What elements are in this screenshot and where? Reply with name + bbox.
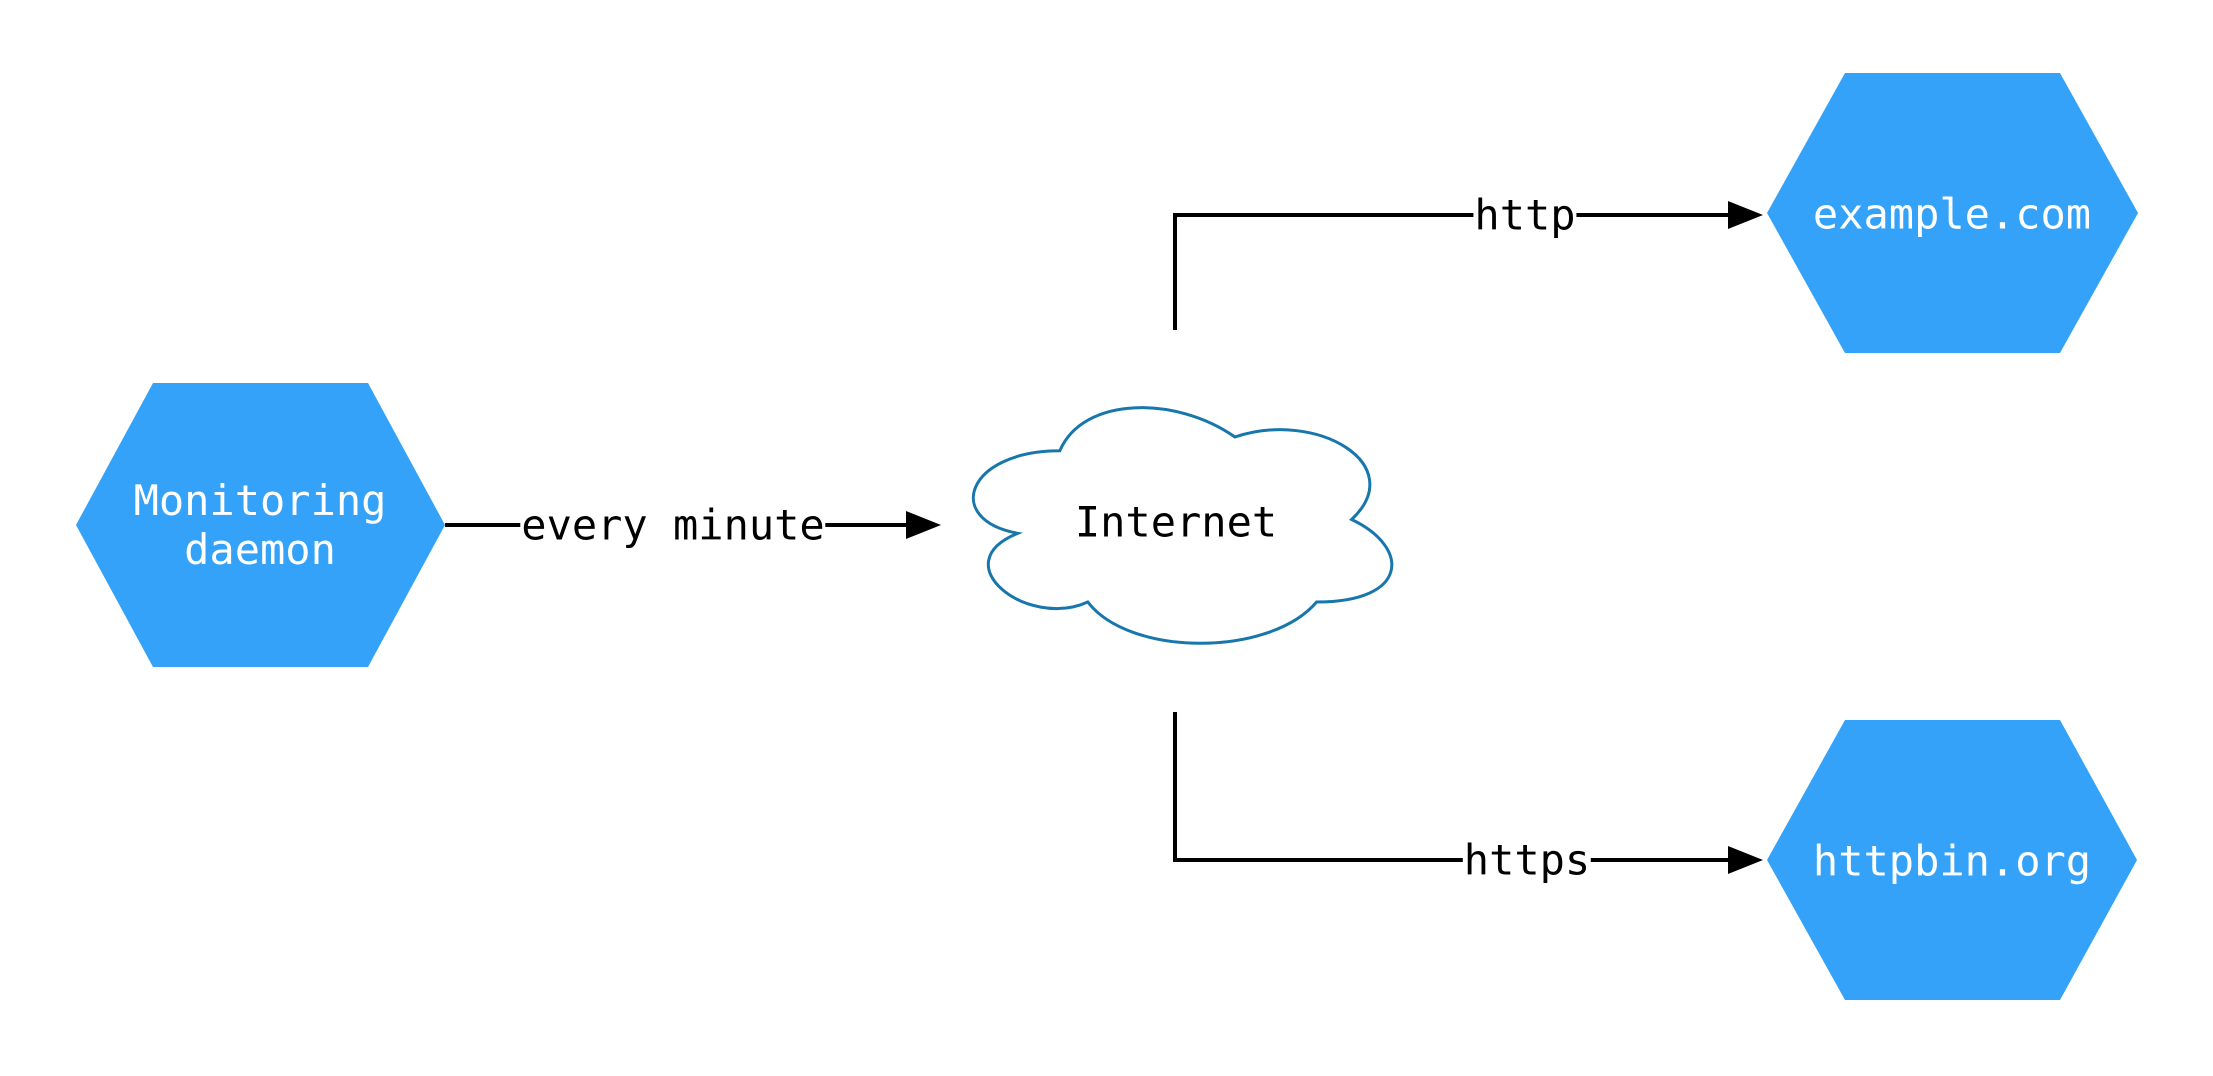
httpbin-org-hexagon	[1767, 720, 2137, 1000]
monitoring-daemon-label: Monitoring daemon	[134, 476, 387, 574]
https-edge-label: https	[1462, 835, 1592, 885]
edge-https	[1173, 712, 1730, 862]
internet-label: Internet	[1074, 497, 1278, 547]
monitoring-daemon-label-line2: daemon	[184, 525, 336, 574]
arrowhead-every-minute	[906, 511, 941, 539]
edge-http	[1173, 213, 1730, 330]
monitoring-daemon-hexagon	[76, 383, 445, 667]
monitoring-daemon-label-line1: Monitoring	[133, 476, 387, 525]
arrowhead-https	[1728, 846, 1763, 874]
every-minute-edge-label: every minute	[520, 500, 826, 550]
arrowhead-http	[1728, 201, 1763, 229]
httpbin-org-label: httpbin.org	[1812, 836, 2092, 886]
example-com-hexagon	[1767, 73, 2138, 353]
http-edge-label: http	[1473, 190, 1577, 240]
internet-cloud	[972, 406, 1394, 645]
example-com-label: example.com	[1812, 189, 2092, 239]
